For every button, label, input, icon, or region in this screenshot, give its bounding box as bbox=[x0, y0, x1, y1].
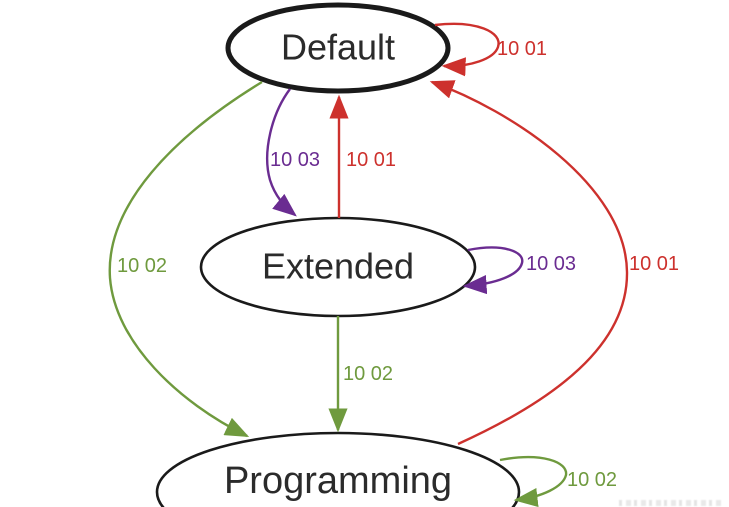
state-label-extended: Extended bbox=[262, 246, 414, 287]
state-ellipse-default bbox=[225, 2, 451, 94]
edge-default-to-programming bbox=[108, 80, 263, 438]
edge-programming-self-loop bbox=[499, 456, 568, 507]
edge-label-default-to-programming: 10 02 bbox=[117, 255, 167, 277]
edge-label-extended-self-loop: 10 03 bbox=[526, 253, 576, 275]
edge-label-programming-to-default: 10 01 bbox=[629, 253, 679, 275]
edge-label-default-to-extended: 10 03 bbox=[270, 149, 320, 171]
state-node-default: Default bbox=[225, 2, 451, 94]
edge-programming-to-default bbox=[429, 80, 629, 446]
watermark bbox=[619, 500, 721, 506]
edge-extended-self-loop bbox=[462, 246, 524, 295]
state-node-programming: Programming bbox=[155, 431, 521, 507]
edge-default-self-loop bbox=[434, 22, 500, 77]
edge-default-to-extended bbox=[266, 88, 297, 217]
state-label-default: Default bbox=[281, 27, 395, 68]
edge-layer bbox=[108, 22, 629, 507]
edge-label-programming-self-loop: 10 02 bbox=[567, 469, 617, 491]
state-label-programming: Programming bbox=[224, 460, 452, 502]
state-node-extended: Extended bbox=[199, 216, 477, 318]
edge-label-extended-to-default: 10 01 bbox=[346, 149, 396, 171]
edge-label-extended-to-programming: 10 02 bbox=[343, 363, 393, 385]
edge-label-layer: 10 01 10 01 10 01 10 03 10 03 10 02 10 02 10 02 bbox=[117, 38, 679, 491]
edge-label-default-self-loop: 10 01 bbox=[497, 38, 547, 60]
